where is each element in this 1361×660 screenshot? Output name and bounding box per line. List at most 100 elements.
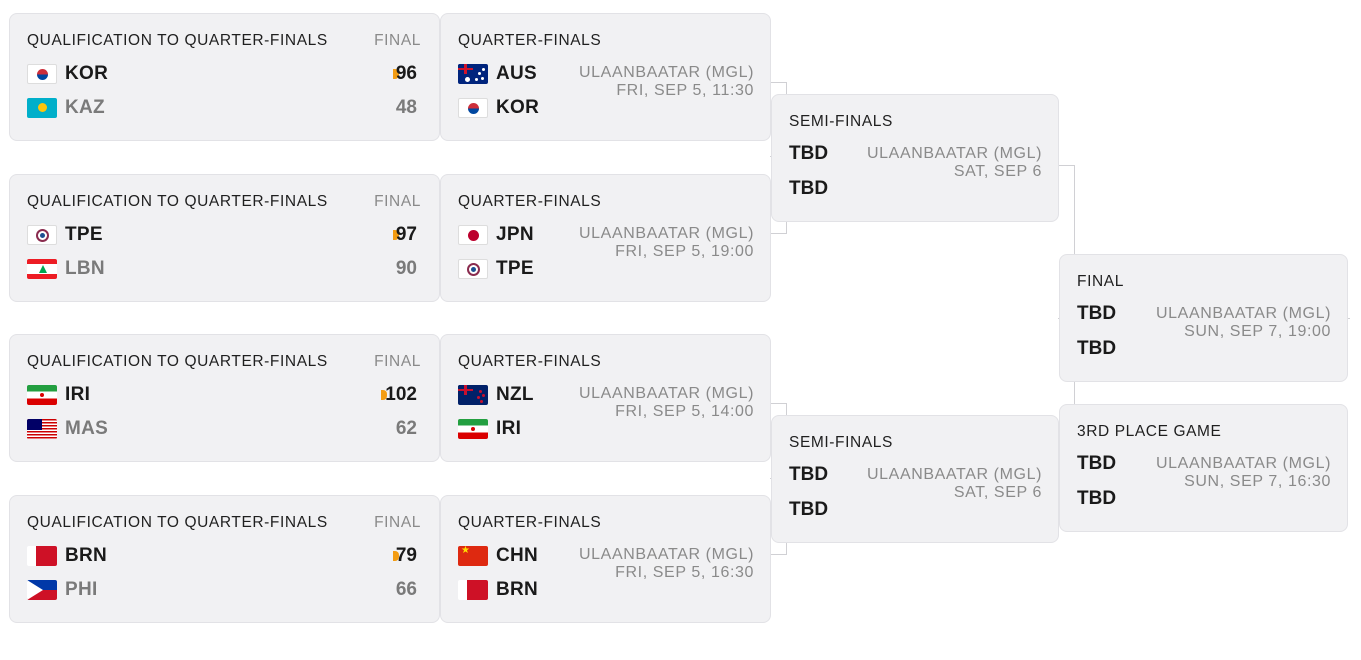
game-venue-info: ULAANBAATAR (MGL) FRI, SEP 5, 11:30 (579, 64, 754, 100)
aus-flag-icon (458, 64, 488, 84)
venue-name: ULAANBAATAR (MGL) (579, 385, 754, 402)
team-row[interactable]: MAS (27, 417, 108, 441)
team-row[interactable]: BRN (27, 544, 107, 568)
team-code: TBD (1077, 488, 1117, 509)
team-score: 96 (395, 63, 417, 84)
connector-line (770, 82, 786, 83)
stage-label: QUARTER-FINALS (458, 32, 602, 49)
team-code: TBD (789, 464, 829, 485)
team-code: MAS (65, 418, 109, 439)
brn-flag-icon (458, 580, 488, 600)
semifinal-game-card[interactable]: SEMI-FINALS TBD TBD ULAANBAATAR (MGL) SA… (771, 94, 1059, 222)
team-row[interactable]: IRI (458, 417, 521, 441)
game-venue-info: ULAANBAATAR (MGL) SAT, SEP 6 (867, 145, 1042, 181)
team-row[interactable]: PHI (27, 578, 98, 602)
stage-label: QUARTER-FINALS (458, 514, 602, 531)
connector-line (1058, 165, 1074, 166)
team-row[interactable]: TPE (458, 257, 534, 281)
stage-label: 3RD PLACE GAME (1077, 423, 1222, 440)
team-row[interactable]: AUS (458, 62, 537, 86)
team-row[interactable]: LBN (27, 257, 105, 281)
jpn-flag-icon (458, 225, 488, 245)
team-code: KOR (496, 97, 540, 118)
qualification-game-card[interactable]: QUALIFICATION TO QUARTER-FINALS FINAL TP… (9, 174, 440, 302)
team-row[interactable]: CHN (458, 544, 538, 568)
connector-line (770, 233, 786, 234)
game-date: SUN, SEP 7, 19:00 (1184, 323, 1331, 340)
team-row[interactable]: KAZ (27, 96, 105, 120)
team-score: 48 (395, 97, 417, 118)
team-code: PHI (65, 579, 98, 600)
team-code: KOR (65, 63, 109, 84)
nzl-flag-icon (458, 385, 488, 405)
game-date: SAT, SEP 6 (953, 484, 1042, 501)
connector-line (770, 554, 786, 555)
game-venue-info: ULAANBAATAR (MGL) FRI, SEP 5, 19:00 (579, 225, 754, 261)
tpe-flag-icon (458, 259, 488, 279)
kor-flag-icon (27, 64, 57, 84)
quarterfinal-game-card[interactable]: QUARTER-FINALS NZL IRI ULAANBAATAR (MGL)… (440, 334, 771, 462)
team-code: TBD (1077, 338, 1117, 359)
final-game-card[interactable]: FINAL TBD TBD ULAANBAATAR (MGL) SUN, SEP… (1059, 254, 1348, 382)
team-code: IRI (496, 418, 522, 439)
game-status: FINAL (374, 353, 421, 370)
game-date: FRI, SEP 5, 16:30 (615, 564, 754, 581)
team-row[interactable]: KOR (458, 96, 539, 120)
team-row[interactable]: JPN (458, 223, 534, 247)
team-row[interactable]: BRN (458, 578, 538, 602)
quarterfinal-game-card[interactable]: QUARTER-FINALS CHN BRN ULAANBAATAR (MGL)… (440, 495, 771, 623)
qualification-game-card[interactable]: QUALIFICATION TO QUARTER-FINALS FINAL IR… (9, 334, 440, 462)
lbn-flag-icon (27, 259, 57, 279)
team-code: JPN (496, 224, 534, 245)
winner-marker-icon (393, 551, 399, 561)
kaz-flag-icon (27, 98, 57, 118)
game-venue-info: ULAANBAATAR (MGL) FRI, SEP 5, 14:00 (579, 385, 754, 421)
qualification-game-card[interactable]: QUALIFICATION TO QUARTER-FINALS FINAL BR… (9, 495, 440, 623)
game-date: FRI, SEP 5, 11:30 (616, 82, 754, 99)
team-row[interactable]: IRI (27, 383, 90, 407)
venue-name: ULAANBAATAR (MGL) (579, 546, 754, 563)
team-score: 97 (395, 224, 417, 245)
quarterfinal-game-card[interactable]: QUARTER-FINALS AUS KOR ULAANBAATAR (MGL)… (440, 13, 771, 141)
winner-marker-icon (393, 69, 399, 79)
team-score: 66 (395, 579, 417, 600)
team-code: TBD (789, 178, 829, 199)
team-code: TBD (789, 499, 829, 520)
winner-marker-icon (393, 230, 399, 240)
team-code: IRI (65, 384, 91, 405)
team-row[interactable]: KOR (27, 62, 108, 86)
team-code: TPE (65, 224, 103, 245)
game-date: FRI, SEP 5, 19:00 (615, 243, 754, 260)
third-place-game-card[interactable]: 3RD PLACE GAME TBD TBD ULAANBAATAR (MGL)… (1059, 404, 1348, 532)
game-venue-info: ULAANBAATAR (MGL) SUN, SEP 7, 16:30 (1156, 455, 1331, 491)
quarterfinal-game-card[interactable]: QUARTER-FINALS JPN TPE ULAANBAATAR (MGL)… (440, 174, 771, 302)
team-code: NZL (496, 384, 534, 405)
kor-flag-icon (458, 98, 488, 118)
game-date: SAT, SEP 6 (953, 163, 1042, 180)
iri-flag-icon (27, 385, 57, 405)
game-venue-info: ULAANBAATAR (MGL) SUN, SEP 7, 19:00 (1156, 305, 1331, 341)
iri-flag-icon (458, 419, 488, 439)
game-status: FINAL (374, 514, 421, 531)
team-code: BRN (496, 579, 539, 600)
team-code: TBD (1077, 453, 1117, 474)
qualification-game-card[interactable]: QUALIFICATION TO QUARTER-FINALS FINAL KO… (9, 13, 440, 141)
stage-label: QUARTER-FINALS (458, 353, 602, 370)
semifinal-game-card[interactable]: SEMI-FINALS TBD TBD ULAANBAATAR (MGL) SA… (771, 415, 1059, 543)
team-score: 62 (395, 418, 417, 439)
team-score: 90 (395, 258, 417, 279)
team-row[interactable]: TPE (27, 223, 103, 247)
venue-name: ULAANBAATAR (MGL) (867, 466, 1042, 483)
venue-name: ULAANBAATAR (MGL) (1156, 305, 1331, 322)
team-code: TBD (789, 143, 829, 164)
stage-label: SEMI-FINALS (789, 113, 893, 130)
chn-flag-icon (458, 546, 488, 566)
team-code: TPE (496, 258, 534, 279)
stage-label: QUALIFICATION TO QUARTER-FINALS (27, 32, 328, 49)
venue-name: ULAANBAATAR (MGL) (867, 145, 1042, 162)
team-code: TBD (1077, 303, 1117, 324)
venue-name: ULAANBAATAR (MGL) (1156, 455, 1331, 472)
team-row[interactable]: NZL (458, 383, 534, 407)
game-venue-info: ULAANBAATAR (MGL) FRI, SEP 5, 16:30 (579, 546, 754, 582)
connector-line (770, 403, 786, 404)
